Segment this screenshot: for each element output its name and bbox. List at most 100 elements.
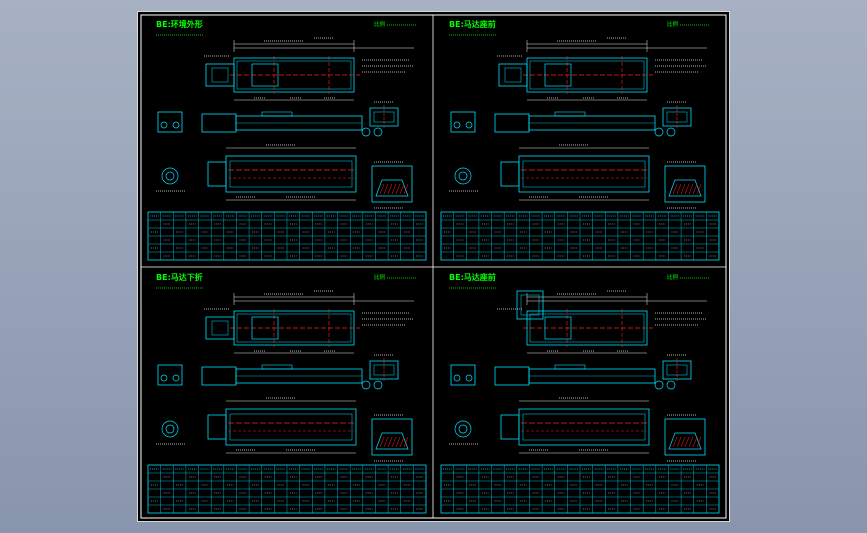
hatch-line: [684, 183, 690, 195]
motor-detail: [211, 67, 229, 83]
section-circle: [654, 127, 664, 137]
bottom-view-body: [225, 155, 357, 193]
motor-block: [516, 290, 544, 320]
hatch-line: [680, 183, 686, 195]
panel-1: BE:环境外形 比例: [147, 19, 427, 261]
motor-block: [498, 63, 528, 87]
hatch-line: [692, 183, 698, 195]
hatch-line: [696, 183, 702, 195]
hatch-line: [676, 436, 682, 448]
end-view-left: [450, 364, 476, 386]
end-circle-inner: [458, 424, 468, 434]
side-view-carriage: [554, 364, 586, 370]
motor-block: [205, 63, 235, 87]
side-view-carriage: [554, 111, 586, 117]
hatch-line: [383, 183, 389, 195]
hatch-line: [680, 436, 686, 448]
scale-label: 比例: [374, 20, 386, 28]
hatch-line: [672, 183, 678, 195]
end-view-hole: [453, 121, 461, 129]
end-view-left: [450, 111, 476, 133]
section-circle: [666, 380, 676, 390]
detail-profile: [375, 432, 409, 450]
scale-label: 比例: [667, 20, 679, 28]
panel-4: BE:马达座前比例: [440, 272, 720, 514]
end-view-hole: [172, 121, 180, 129]
end-view-left: [157, 364, 183, 386]
end-circle-inner: [165, 171, 175, 181]
bottom-view-body: [518, 155, 650, 193]
side-view-carriage: [261, 364, 293, 370]
end-view-hole: [465, 374, 473, 382]
hatch-line: [672, 436, 678, 448]
panel-title: BE:马达座前: [449, 19, 496, 29]
drawing-canvas: BE:环境外形 比例 BE:马达座前 比例 BE:马达下折比例 BE:马达座前 比例: [140, 14, 727, 519]
hatch-line: [379, 183, 385, 195]
hatch-line: [395, 183, 401, 195]
side-view-motor: [201, 113, 237, 133]
cross-section-inner: [666, 364, 688, 376]
hatch-line: [692, 436, 698, 448]
section-circle: [373, 380, 383, 390]
bottom-view-inner: [522, 413, 646, 441]
hatch-line: [696, 436, 702, 448]
section-circle: [361, 380, 371, 390]
detail-profile: [375, 179, 409, 197]
hatch-line: [379, 436, 385, 448]
panel-title: BE:环境外形: [156, 19, 203, 29]
side-view-motor: [494, 113, 530, 133]
end-circle: [161, 167, 179, 185]
detail-box: [664, 418, 706, 456]
bottom-view-body: [518, 408, 650, 446]
side-view-motor: [494, 366, 530, 386]
hatch-line: [387, 436, 393, 448]
end-circle: [454, 167, 472, 185]
bottom-view-motor: [500, 414, 520, 440]
detail-profile: [668, 179, 702, 197]
motor-block: [205, 316, 235, 340]
bottom-view-body: [225, 408, 357, 446]
end-view-hole: [172, 374, 180, 382]
panel-title: BE:马达下折: [156, 272, 203, 282]
end-view-left: [157, 111, 183, 133]
hatch-line: [403, 436, 409, 448]
motor-detail: [504, 67, 522, 83]
cross-section-inner: [373, 364, 395, 376]
hatch-line: [688, 436, 694, 448]
detail-box: [371, 418, 413, 456]
carriage: [251, 316, 279, 340]
motor-detail: [520, 294, 540, 316]
panel-3: BE:马达下折比例: [147, 272, 427, 514]
carriage: [544, 63, 572, 87]
bottom-view-inner: [229, 413, 353, 441]
end-circle: [454, 420, 472, 438]
section-circle: [361, 127, 371, 137]
section-circle: [654, 380, 664, 390]
end-view-hole: [453, 374, 461, 382]
hatch-line: [395, 436, 401, 448]
cross-section-inner: [666, 111, 688, 123]
end-circle: [161, 420, 179, 438]
hatch-line: [403, 183, 409, 195]
end-view-hole: [160, 374, 168, 382]
section-circle: [373, 127, 383, 137]
detail-profile: [668, 432, 702, 450]
hatch-line: [688, 183, 694, 195]
carriage: [251, 63, 279, 87]
carriage: [544, 316, 572, 340]
bottom-view-motor: [207, 414, 227, 440]
hatch-line: [399, 436, 405, 448]
detail-box: [664, 165, 706, 203]
panel-2: BE:马达座前 比例: [440, 19, 720, 261]
hatch-line: [391, 436, 397, 448]
drawing-sheet: BE:环境外形 比例 BE:马达座前 比例 BE:马达下折比例 BE:马达座前 比例: [137, 11, 730, 522]
motor-detail: [211, 320, 229, 336]
detail-box: [371, 165, 413, 203]
bottom-view-inner: [229, 160, 353, 188]
end-circle-inner: [458, 171, 468, 181]
panel-title: BE:马达座前: [449, 272, 496, 282]
hatch-line: [387, 183, 393, 195]
end-circle-inner: [165, 424, 175, 434]
hatch-line: [399, 183, 405, 195]
